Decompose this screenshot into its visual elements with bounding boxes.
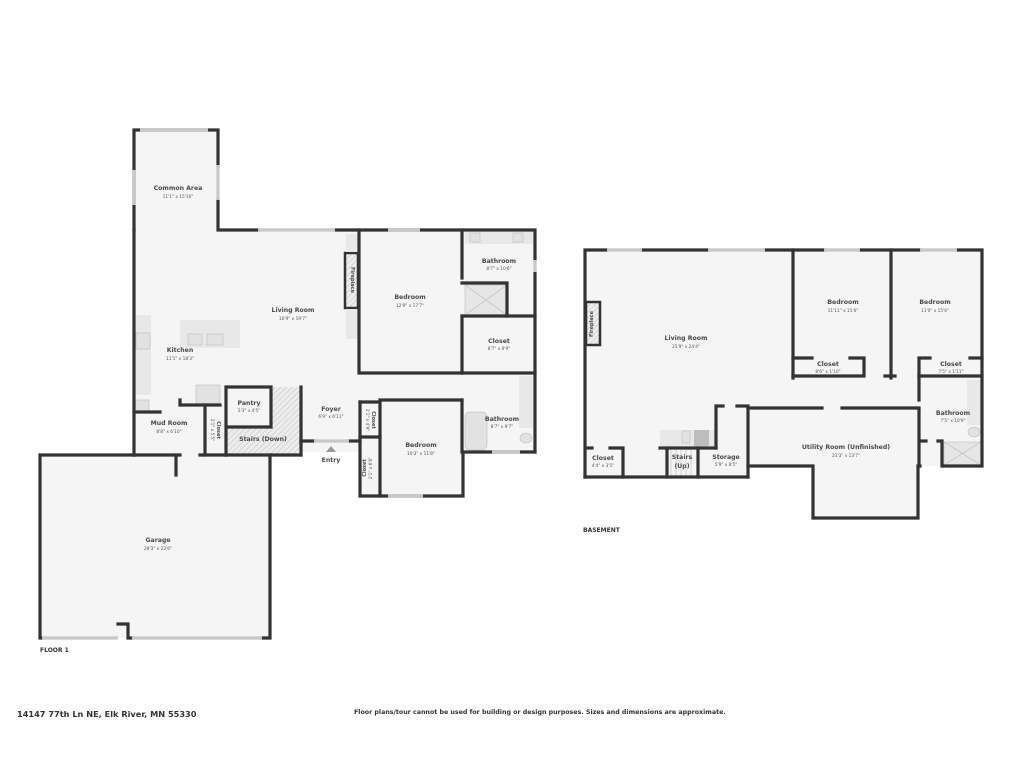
room-dim-bedroom-2: 10'3" x 11'8" (407, 451, 435, 457)
toilet-icon (967, 426, 981, 438)
vanity (967, 380, 981, 425)
room-label-kitchen: Kitchen (167, 347, 194, 354)
room-dim-basement-living: 25'9" x 24'4" (672, 344, 700, 350)
room-label-basement-bedroom-2: Bedroom (919, 299, 950, 306)
room-label-basement-closet-2: Closet (940, 361, 962, 368)
room-dim-basement-closet-1: 8'6" x 1'10" (815, 369, 840, 375)
sink-icon (681, 430, 691, 444)
room-dim-basement-closet-2: 7'5" x 1'11" (938, 369, 963, 375)
stairs-up (670, 448, 692, 476)
vanity (519, 376, 533, 428)
room-label-garage: Garage (145, 537, 170, 544)
property-address: 14147 77th Ln NE, Elk River, MN 55330 (17, 709, 197, 719)
room-dim-closet-foyer-2: 2'1" x 6'6" (368, 457, 374, 480)
fireplace-hearth (346, 234, 358, 252)
room-dim-pantry: 5'3" x 4'5" (238, 408, 261, 414)
room-dim-basement-bedroom-2: 11'0" x 15'6" (921, 308, 949, 314)
basement-plan: Living Room 25'9" x 24'4" Fireplace Bedr… (583, 248, 984, 534)
room-dim-closet-1: 8'7" x 6'9" (488, 346, 511, 352)
room-dim-mud-room: 8'8" x 6'10" (156, 429, 181, 435)
floor-1-labels: Common Area 11'1" x 15'10" Living Room 1… (40, 185, 519, 654)
room-label-storage: Storage (712, 454, 740, 461)
room-label-closet-mud: Closet (215, 421, 221, 439)
disclaimer-text: Floor plans/tour cannot be used for buil… (354, 709, 726, 716)
room-label-common-area: Common Area (154, 185, 203, 192)
stove-icon (135, 332, 151, 350)
basement-fill (585, 250, 982, 518)
room-label-basement-closet-3: Closet (592, 455, 614, 462)
floor-1-fill (40, 130, 535, 638)
fireplace-hearth-lower (346, 309, 358, 339)
room-dim-foyer: 6'9" x 6'11" (318, 414, 343, 420)
room-label-foyer: Foyer (321, 406, 341, 413)
room-dim-bedroom-1: 12'9" x 17'7" (396, 303, 424, 309)
room-dim-kitchen: 11'1" x 18'3" (166, 356, 194, 362)
room-label-mud-room: Mud Room (151, 420, 188, 427)
room-label-bedroom-2: Bedroom (405, 442, 436, 449)
room-label-basement-closet-1: Closet (817, 361, 839, 368)
room-dim-bathroom-1: 8'7" x 10'6" (486, 266, 511, 272)
room-dim-basement-bedroom-1: 11'11" x 15'6" (828, 308, 859, 314)
room-dim-closet-mud: 2'1" x 5'5" (209, 419, 215, 442)
room-label-basement-bathroom: Bathroom (936, 410, 970, 417)
room-dim-basement-bathroom: 7'5" x 10'9" (940, 418, 965, 424)
sink-icon (512, 232, 524, 243)
dishwasher (187, 333, 203, 346)
pantry-fill (226, 387, 271, 427)
room-label-entry: Entry (322, 457, 341, 464)
room-label-stairs-up: Stairs (672, 454, 693, 461)
room-dim-basement-closet-3: 4'4" x 3'5" (592, 463, 615, 469)
kitchen-sink (206, 333, 224, 346)
fridge-icon (195, 384, 221, 406)
room-dim-closet-foyer-1: 2'1" x 4'9" (364, 409, 370, 432)
appliance-icon (694, 430, 709, 446)
room-label-bathroom-1: Bathroom (482, 258, 516, 265)
room-label-bathroom-2: Bathroom (485, 416, 519, 423)
room-label-stairs-down: Stairs (Down) (239, 436, 287, 443)
floor-1-windows (42, 128, 537, 640)
room-label-closet-1: Closet (488, 338, 510, 345)
room-label-closet-foyer-1: Closet (370, 411, 376, 429)
room-label-stairs-up-sub: (Up) (674, 463, 689, 470)
kitchen-counter (135, 315, 151, 395)
room-label-basement-bedroom-1: Bedroom (827, 299, 858, 306)
room-dim-garage: 28'3" x 22'6" (144, 546, 172, 552)
room-label-fireplace: Fireplace (349, 267, 355, 294)
floor-label-basement: BASEMENT (583, 527, 621, 534)
washer-icon (134, 399, 150, 413)
sink-icon (469, 232, 481, 243)
room-label-pantry: Pantry (238, 400, 261, 407)
room-label-basement-living: Living Room (665, 335, 708, 342)
room-label-bedroom-1: Bedroom (394, 294, 425, 301)
room-dim-bathroom-2: 8'7" x 9'7" (491, 424, 514, 430)
room-dim-utility-room: 21'3" x 13'7" (832, 453, 860, 459)
basement-walls (583, 248, 984, 520)
room-label-basement-fireplace: Fireplace (589, 310, 595, 337)
basement-labels: Living Room 25'9" x 24'4" Fireplace Bedr… (583, 299, 970, 534)
floor-label-floor-1: FLOOR 1 (40, 647, 69, 654)
bathtub-icon (464, 411, 488, 451)
room-label-utility-room: Utility Room (Unfinished) (802, 444, 890, 451)
entry-arrow-icon (326, 446, 336, 452)
floor-1-plan: Common Area 11'1" x 15'10" Living Room 1… (38, 128, 537, 654)
room-dim-common-area: 11'1" x 15'10" (163, 194, 194, 200)
room-label-living-room: Living Room (272, 307, 315, 314)
room-dim-storage: 5'9" x 8'5" (715, 462, 738, 468)
room-dim-living-room: 16'9" x 19'7" (279, 316, 307, 322)
toilet-icon (519, 432, 533, 444)
room-label-closet-foyer-2: Closet (362, 459, 368, 477)
